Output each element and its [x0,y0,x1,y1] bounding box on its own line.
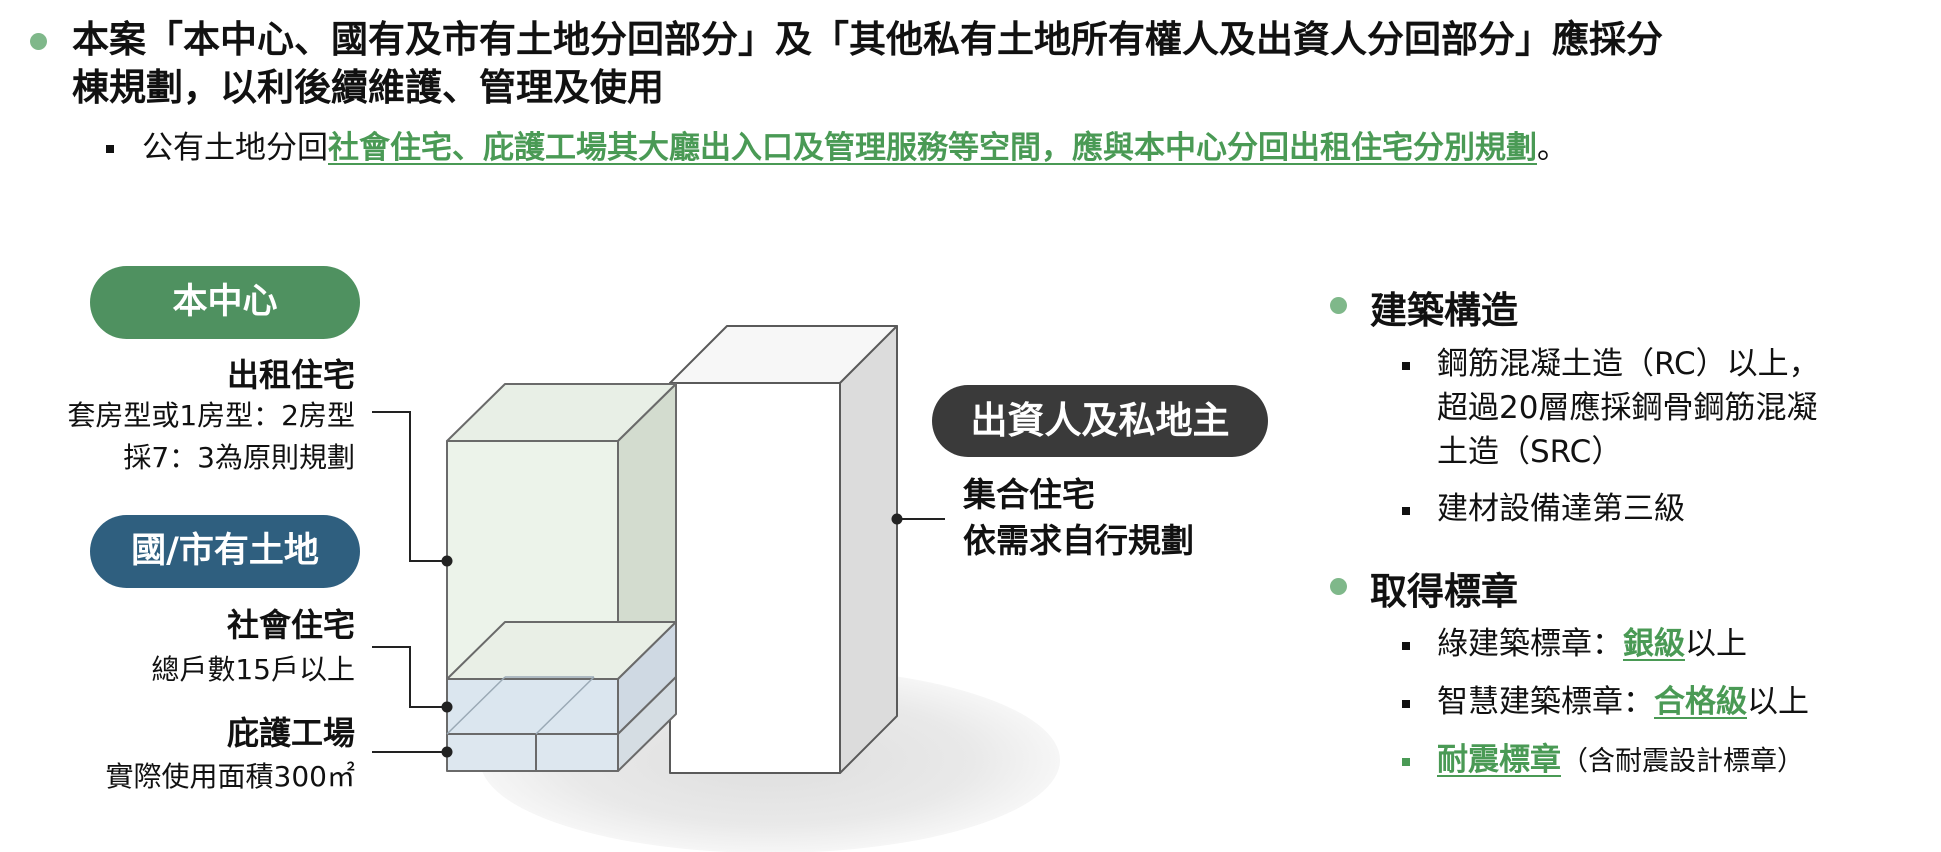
smart-building-bullet [1402,700,1410,708]
smart-building-suffix: 以上 [1747,684,1809,720]
structure-item1-line1: 鋼筋混凝土造（RC）以上， [1437,346,1820,382]
sheltered-workshop-title: 庇護工場 [226,714,355,752]
leader-dots [441,513,903,758]
seismic-bullet [1402,758,1410,766]
investor-pill: 出資人及私地主 [932,385,1268,457]
smart-building-level: 合格級 [1654,684,1747,720]
label-bullet-dot [1330,578,1347,595]
structure-item2-bullet [1402,507,1410,515]
seismic-note: （含耐震設計標章） [1561,746,1804,777]
structure-heading: 建築構造 [1370,289,1518,332]
structure-bullet-dot [1330,297,1347,314]
green-building-level: 銀級 [1623,626,1685,662]
seismic-label: 耐震標章（含耐震設計標章） [1437,738,1804,784]
public-building [446,383,677,772]
smart-building-prefix: 智慧建築標章： [1437,684,1654,720]
header-line-2: 棟規劃，以利後續維護、管理及使用 [72,66,664,109]
label-heading: 取得標章 [1370,570,1518,613]
rental-housing-title: 出租住宅 [226,356,355,394]
rental-housing-ratio: 套房型或1房型：2房型 [67,399,355,432]
public-land-pill: 國/市有土地 [90,515,360,588]
housing-label: 集合住宅 依需求自行規劃 [963,472,1194,564]
rental-housing-plan: 採7：3為原則規劃 [123,441,355,474]
structure-item1: 鋼筋混凝土造（RC）以上， 超過20層應採鋼骨鋼筋混凝 土造（SRC） [1437,342,1820,474]
private-building [669,325,898,774]
sub-point-prefix: 公有土地分回 [142,130,328,166]
structure-item1-bullet [1402,362,1410,370]
seismic-label-text: 耐震標章 [1437,742,1561,778]
social-housing-units: 總戶數15戶以上 [151,653,355,686]
housing-line-2: 依需求自行規劃 [963,521,1194,560]
leader-lines [372,411,945,753]
green-building-prefix: 綠建築標章： [1437,626,1623,662]
housing-line-1: 集合住宅 [963,475,1095,514]
green-building-label: 綠建築標章：銀級以上 [1437,622,1747,666]
sheltered-workshop-area: 實際使用面積300㎡ [105,760,355,793]
sub-point-highlight: 社會住宅、庇護工場其大廳出入口及管理服務等空間，應與本中心分回出租住宅分別規劃 [328,130,1537,166]
smart-building-label: 智慧建築標章：合格級以上 [1437,680,1809,724]
sub-bullet-square [106,145,114,153]
structure-item2: 建材設備達第三級 [1437,491,1685,527]
center-pill: 本中心 [90,266,360,339]
green-building-bullet [1402,642,1410,650]
social-housing-title: 社會住宅 [226,606,355,644]
structure-item1-line2: 超過20層應採鋼骨鋼筋混凝 [1437,390,1818,426]
sub-point-suffix: 。 [1537,130,1568,166]
header-bullet-dot [30,33,47,50]
sub-point: 公有土地分回社會住宅、庇護工場其大廳出入口及管理服務等空間，應與本中心分回出租住… [142,128,1568,168]
structure-item1-line3: 土造（SRC） [1437,434,1623,470]
green-building-suffix: 以上 [1685,626,1747,662]
header-line-1: 本案「本中心、國有及市有土地分回部分」及「其他私有土地所有權人及出資人分回部分」… [72,18,1663,61]
